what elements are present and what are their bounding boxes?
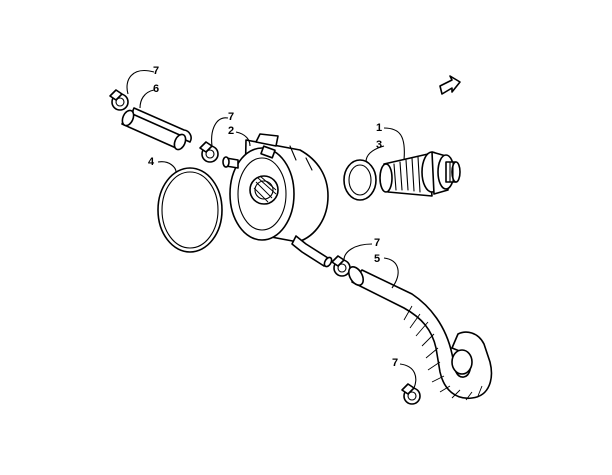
straight-hose-part bbox=[121, 107, 192, 151]
hose-clamp-part bbox=[401, 383, 421, 405]
callout-5: 5 bbox=[374, 253, 380, 265]
callout-3: 3 bbox=[376, 139, 382, 151]
callout-4: 4 bbox=[148, 156, 155, 168]
o-ring-part bbox=[157, 167, 223, 253]
callout-7: 7 bbox=[392, 357, 398, 369]
small-o-ring-part bbox=[343, 159, 377, 201]
oil-cooler-housing-part bbox=[222, 133, 333, 268]
hose-clamp-part bbox=[109, 89, 129, 111]
arrow-icon bbox=[439, 75, 461, 95]
callout-7: 7 bbox=[228, 111, 234, 123]
callout-6: 6 bbox=[153, 83, 159, 95]
hose-clamp-part bbox=[331, 255, 351, 277]
callout-2: 2 bbox=[228, 125, 234, 137]
callout-1: 1 bbox=[376, 122, 382, 134]
formed-hose-part bbox=[347, 266, 493, 401]
hose-clamp-part bbox=[199, 141, 219, 163]
threaded-fitting-part bbox=[379, 151, 461, 197]
callout-7: 7 bbox=[374, 237, 380, 249]
leader-lines bbox=[126, 70, 417, 389]
callout-7: 7 bbox=[153, 65, 159, 77]
